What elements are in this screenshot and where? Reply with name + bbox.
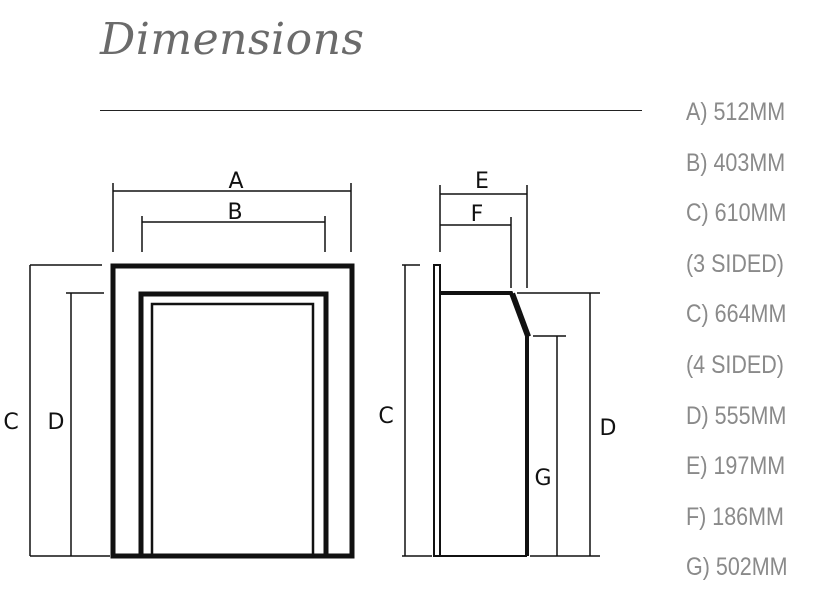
- dimension-item-b: B) 403MM: [686, 148, 786, 177]
- dimension-line-d-side: [517, 292, 600, 557]
- dimension-line-c-front: [29, 264, 110, 557]
- front-view: [29, 183, 355, 559]
- dimension-note-4-sided: (4 SIDED): [686, 350, 784, 379]
- front-inner-opening: [150, 302, 315, 558]
- dimension-line-g: [533, 335, 566, 556]
- page-title: Dimensions: [100, 14, 365, 65]
- label-d-side: D: [600, 416, 617, 441]
- dimension-line-c-side: [402, 264, 432, 557]
- side-profile: [440, 291, 529, 556]
- label-f: F: [471, 202, 484, 227]
- dimension-item-c-4-sided: C) 664MM: [686, 300, 787, 329]
- side-view: [402, 185, 600, 557]
- dimension-item-f: F) 186MM: [686, 502, 784, 531]
- label-g: G: [534, 466, 551, 491]
- label-c-front: C: [3, 410, 18, 435]
- dimension-line-f: [440, 217, 512, 288]
- label-b: B: [227, 200, 242, 225]
- front-outer-frame: [110, 263, 355, 559]
- side-back-plate: [433, 264, 441, 557]
- dimension-line-b: [141, 216, 326, 252]
- dimension-list: A) 512MM B) 403MM C) 610MM (3 SIDED) C) …: [686, 92, 804, 598]
- dimension-note-3-sided: (3 SIDED): [686, 249, 784, 278]
- front-middle-frame: [138, 291, 329, 559]
- label-a: A: [228, 169, 243, 194]
- dimension-item-c-3-sided: C) 610MM: [686, 199, 787, 228]
- label-e: E: [475, 169, 489, 194]
- title-divider: [100, 110, 642, 111]
- dimension-line-d-front: [66, 292, 104, 556]
- label-c-side: C: [378, 404, 393, 429]
- dimension-item-e: E) 197MM: [686, 452, 786, 481]
- dimension-line-e: [439, 185, 528, 288]
- dimension-item-a: A) 512MM: [686, 98, 786, 126]
- dimension-item-d: D) 555MM: [686, 401, 787, 430]
- dimension-line-a: [112, 183, 352, 252]
- dimension-item-g: G) 502MM: [686, 553, 788, 582]
- label-d-front: D: [48, 410, 65, 435]
